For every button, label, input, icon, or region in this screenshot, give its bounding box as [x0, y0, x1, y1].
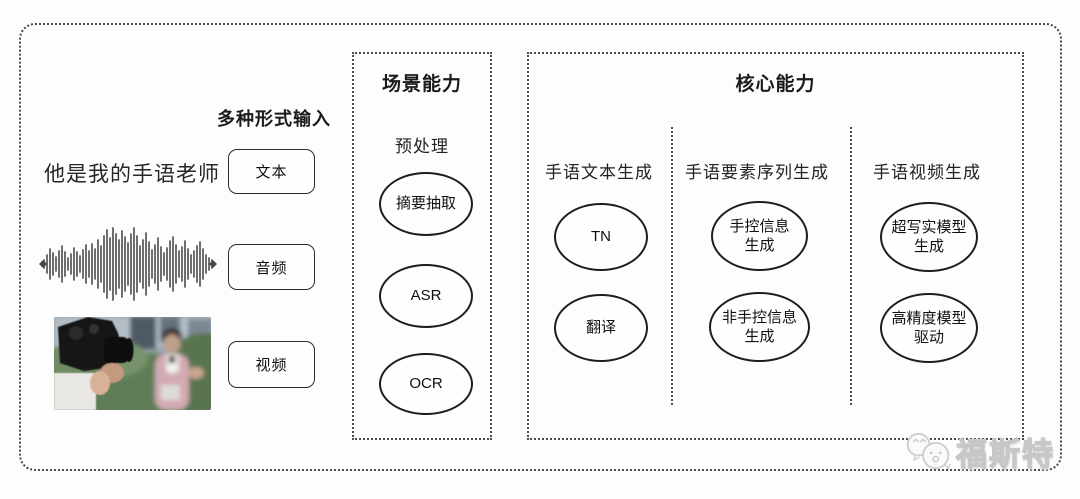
input-section-title: 多种形式输入 [217, 109, 331, 129]
node-label-line1: 超写实模型 [891, 218, 967, 236]
outer-dotted-frame [19, 23, 1062, 471]
node-label: OCR [409, 375, 443, 393]
reporter-filming-photo [54, 317, 211, 410]
node-tn: TN [554, 203, 648, 271]
node-label-line1: 手控信息 [729, 217, 790, 235]
core-capability-title: 核心能力 [735, 74, 816, 95]
node-hyperrealistic-model-generation: 超写实模型 生成 [880, 202, 978, 272]
node-label: TN [591, 228, 611, 246]
node-label: 翻译 [585, 319, 616, 337]
node-label: ASR [410, 287, 442, 305]
column-divider-2 [850, 127, 852, 405]
column-divider-1 [671, 127, 673, 405]
node-label: 摘要抽取 [395, 195, 456, 213]
preprocess-label: 预处理 [395, 137, 449, 156]
column-label-sign-element-sequence-generation: 手语要素序列生成 [685, 163, 829, 182]
input-type-audio-label: 音频 [255, 259, 288, 277]
audio-waveform-icon [39, 227, 217, 301]
node-label-line2: 生成 [913, 238, 944, 255]
node-ocr: OCR [379, 353, 473, 415]
node-label-line2: 生成 [744, 237, 775, 254]
input-type-text-label: 文本 [255, 164, 288, 181]
scene-capability-box: 场景能力 预处理 [352, 52, 492, 440]
input-type-video-label: 视频 [255, 357, 288, 374]
node-translation: 翻译 [554, 294, 648, 362]
scene-capability-title: 场景能力 [381, 74, 462, 95]
column-label-sign-video-generation: 手语视频生成 [873, 163, 981, 182]
node-high-precision-model-driving: 高精度模型 驱动 [880, 293, 978, 363]
input-type-text-box: 文本 [228, 149, 315, 194]
input-type-video-box: 视频 [228, 341, 315, 388]
node-manual-info-generation: 手控信息 生成 [711, 201, 808, 271]
node-summary-extraction: 摘要抽取 [379, 172, 473, 236]
node-label-line2: 驱动 [913, 329, 944, 346]
node-label-line1: 高精度模型 [891, 309, 967, 327]
node-non-manual-info-generation: 非手控信息 生成 [709, 292, 810, 362]
node-asr: ASR [379, 264, 473, 328]
input-type-audio-box: 音频 [228, 244, 315, 290]
node-label-line1: 非手控信息 [721, 308, 797, 326]
core-capability-box: 核心能力 [527, 52, 1024, 440]
column-label-sign-text-generation: 手语文本生成 [545, 163, 653, 182]
sample-text-sentence: 他是我的手语老师 [44, 163, 220, 186]
node-label-line2: 生成 [744, 328, 775, 345]
